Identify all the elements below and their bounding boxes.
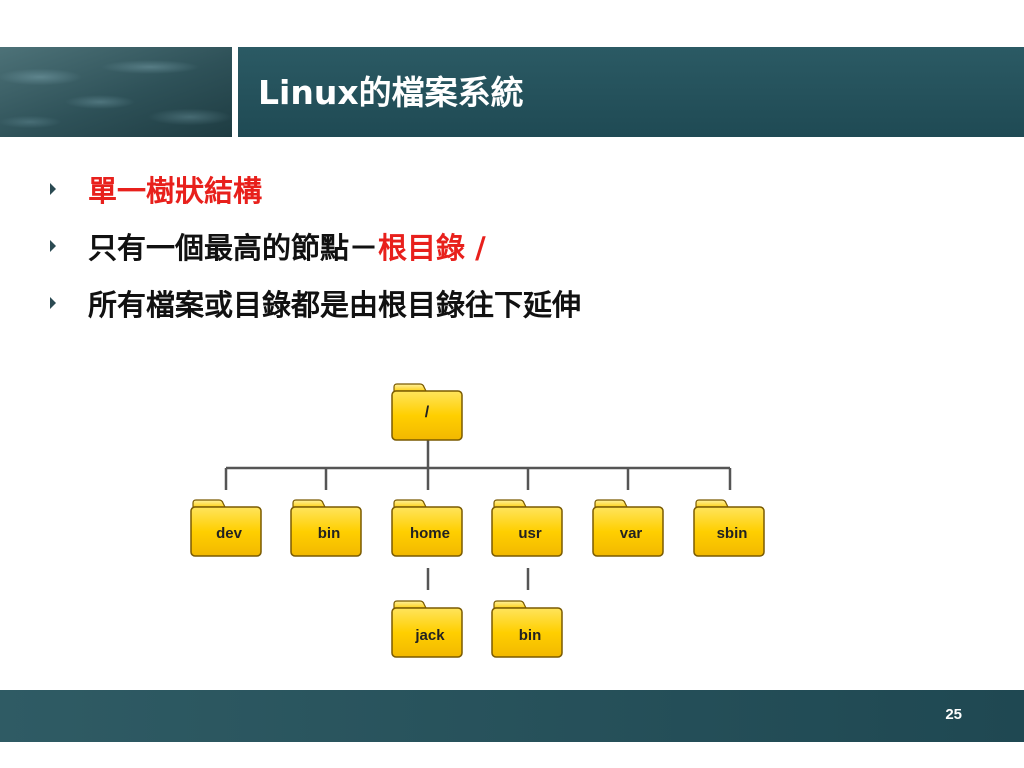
folder-bin: bin	[290, 499, 362, 557]
page-number: 25	[945, 706, 962, 723]
folder-label: bin	[519, 627, 542, 644]
footer-bar	[0, 690, 1024, 742]
bullet-arrow-icon	[50, 239, 56, 252]
folder-var: var	[592, 499, 664, 557]
bullet-item: 只有一個最高的節點－根目錄 /	[48, 217, 581, 274]
folder-label: jack	[414, 627, 445, 644]
header-photo	[0, 47, 232, 137]
folder-dev: dev	[190, 499, 262, 557]
folder-icon	[393, 600, 427, 609]
title-bar	[238, 47, 1024, 137]
bullet-list: 單一樹狀結構 只有一個最高的節點－根目錄 / 所有檔案或目錄都是由根目錄往下延伸	[48, 160, 581, 331]
bullet-item: 單一樹狀結構	[48, 160, 581, 217]
folder-sbin: sbin	[693, 499, 765, 557]
folder-icon	[493, 499, 527, 508]
slide-title: Linux的檔案系統	[258, 73, 524, 112]
bullet-arrow-icon	[50, 182, 56, 195]
folder-usr-bin: bin	[491, 600, 563, 658]
folder-home: home	[391, 499, 463, 557]
folder-icon	[493, 600, 527, 609]
bullet-item: 所有檔案或目錄都是由根目錄往下延伸	[48, 274, 581, 331]
folder-label: var	[620, 525, 643, 542]
bullet-text: 單一樹狀結構	[88, 173, 263, 208]
bullet-text: 所有檔案或目錄都是由根目錄往下延伸	[88, 287, 582, 322]
bullet-highlight-text: 根目錄 /	[378, 230, 486, 265]
tree-connectors	[224, 440, 732, 590]
folder-icon	[594, 499, 628, 508]
folder-label: /	[425, 404, 430, 421]
folder-label: usr	[518, 525, 542, 542]
folder-icon	[695, 499, 729, 508]
folder-icon	[393, 383, 427, 392]
folder-icon	[192, 499, 226, 508]
folder-label: dev	[216, 525, 243, 542]
folder-icon	[393, 499, 427, 508]
bullet-text: 只有一個最高的節點－	[88, 230, 379, 265]
bullet-arrow-icon	[50, 296, 56, 309]
folder-label: sbin	[717, 525, 748, 542]
folder-jack: jack	[391, 600, 463, 658]
folder-label: home	[410, 525, 450, 542]
folder-icon	[292, 499, 326, 508]
folder-label: bin	[318, 525, 341, 542]
folder-root: /	[391, 383, 463, 441]
folder-usr: usr	[491, 499, 563, 557]
